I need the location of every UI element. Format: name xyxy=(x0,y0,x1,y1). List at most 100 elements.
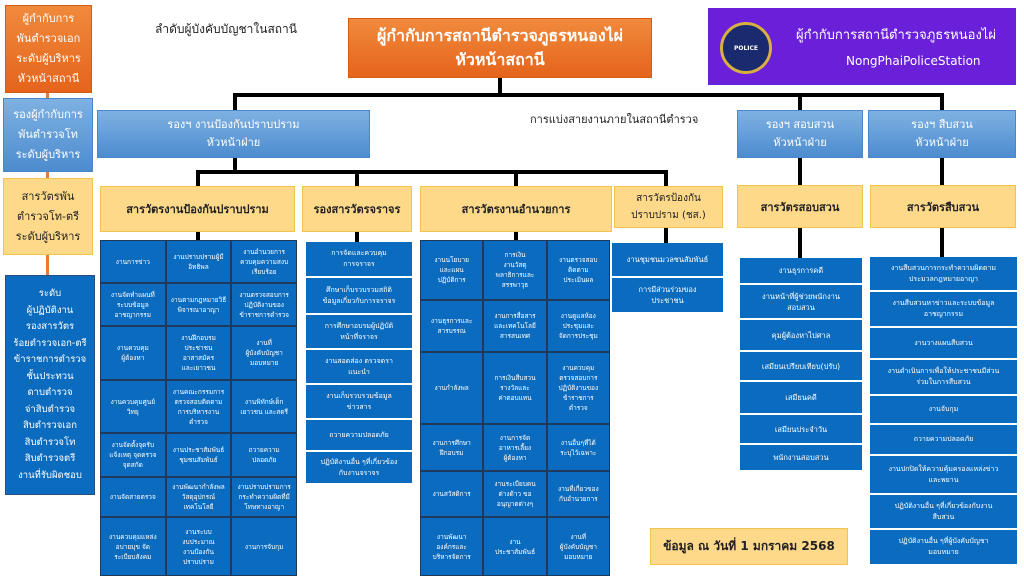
admin-task-cell: งานอื่นๆที่ได้ ระบุไว้เฉพาะ xyxy=(546,424,610,471)
prevention-task-cell: ถวายความ ปลอดภัย xyxy=(231,433,297,477)
admin-task-cell: งานการสื่อสาร และเทคโนโลยี สารสนเทศ xyxy=(483,300,547,352)
prevention-task-cell: งานพิทักษ์เด็ก เยาวชน และสตรี xyxy=(231,380,297,433)
investigation-task-item: ปฏิบัติงานอื่น ๆที่เกี่ยวข้องกับงาน สืบส… xyxy=(870,495,1017,530)
admin-task-cell: งานที่เกี่ยวของ กับอำนวยการ xyxy=(546,471,610,517)
prevention-task-cell: งานปราบปรามผู้มี อิทธิพล xyxy=(165,240,232,283)
connector xyxy=(233,93,237,111)
station-name-en: NongPhaiPoliceStation xyxy=(846,54,981,68)
inquiry-task-item: เสมียนประจำวัน xyxy=(740,415,862,445)
investigation-task-item: ถวายความปลอดภัย xyxy=(870,425,1017,456)
connector xyxy=(514,170,518,186)
investigation-task-item: ปฏิบัติงานอื่น ๆที่ผู้บังคับบัญชา มอบหมา… xyxy=(870,530,1017,566)
traffic-task-item: ปฏิบัติงานอื่น ๆที่เกี่ยวข้อง กับงานจราจ… xyxy=(306,452,412,485)
admin-task-cell: งานการจัด อาหารเลี้ยง ผู้ต้องหา xyxy=(483,424,547,471)
inspector-inquiry: สารวัตรสอบสวน xyxy=(737,185,863,228)
investigation-task-item: งานปกปิดให้ความคุ้มครองแหล่งข่าว และพยาน xyxy=(870,456,1017,495)
investigation-task-item: งานวางแผนสืบสวน xyxy=(870,328,1017,360)
admin-task-cell: งานการศึกษา ฝึกอบรม xyxy=(420,424,484,471)
prevention-task-cell: งานควบคุม ผู้ต้องหา xyxy=(100,326,166,380)
traffic-task-item: งานเก็บรวบรวมข้อมูล ข่าวสาร xyxy=(306,385,412,420)
connector xyxy=(355,170,359,186)
prevention-task-cell: งานการจับกุม xyxy=(231,517,297,576)
level-operational: ระดับ ผู้ปฏิบัติงาน รองสารวัตร ร้อยตำรวจ… xyxy=(5,275,95,495)
prevention-task-cell: งานปราบปรามการ กระทำความผิดที่มี โทษทางอ… xyxy=(231,477,297,517)
admin-task-cell: งานดูแลห้อง ประชุมและ จัดการประชุม xyxy=(546,300,610,352)
traffic-task-item: การจัดและควบคุม การจราจร xyxy=(306,242,412,278)
prevention-task-cell: งานตรวจสอบการ ปฏิบัติงานของ ข้าราชการตำร… xyxy=(231,283,297,326)
admin-task-cell: งานธุรการและ สารบรรณ xyxy=(420,300,484,352)
traffic-task-item: การศึกษาอบรมผู้ปฏิบัติ หน้าที่จราจร xyxy=(306,315,412,350)
admin-task-cell: งานพัฒนา องค์กรและ บริหารจัดการ xyxy=(420,517,484,576)
level-deputy: รองผู้กำกับการ พันตำรวจโท ระดับผู้บริหาร xyxy=(3,98,93,172)
prevention-task-cell: งานที่ ผู้บังคับบัญชา มอบหมาย xyxy=(231,326,297,380)
prevention-task-cell: งานจัดตั้งจุดรับ แจ้งเหตุ จุดตรวจ จุดสกั… xyxy=(100,433,166,477)
admin-task-cell: งานควบคุม ตรวจสอบการ ปฏิบัติงานของ ข้ารา… xyxy=(546,352,610,424)
prevention-task-cell: งานอำนวยการ ควบคุมความสงบ เรียบร้อย xyxy=(231,240,297,283)
traffic-task-item: ถวายความปลอดภัย xyxy=(306,420,412,452)
connector xyxy=(196,170,200,186)
inquiry-task-item: เสมียนเปรียบเทียบ(ปรับ) xyxy=(740,352,862,382)
admin-task-cell: การเงินสืบสวน รางวัลและ ค่าตอบแทน xyxy=(483,352,547,424)
admin-task-cell: งานกำลังพล xyxy=(420,352,484,424)
connector xyxy=(498,78,502,96)
connector xyxy=(233,158,237,172)
inspector-traffic: รองสารวัตรจราจร xyxy=(302,186,412,232)
prevention-task-cell: งานจัดทำแผนที่ ระบบข้อมูล อาชญากรรม xyxy=(100,283,166,326)
admin-task-cell: งาน ประชาสัมพันธ์ xyxy=(483,517,547,576)
connector xyxy=(196,232,200,240)
investigation-task-item: งานสืบสวนหาข่าวและระบบข้อมูล อาชญากรรม xyxy=(870,292,1017,328)
prevention-task-cell: งานควบคุมศูนย์ วิทยุ xyxy=(100,380,166,433)
connector xyxy=(798,228,802,258)
station-name-th: ผู้กำกับการสถานีตำรวจภูธรหนองไผ่ xyxy=(796,28,996,43)
police-logo-icon: POLICE xyxy=(720,22,772,74)
connector xyxy=(940,228,944,257)
level-commander: ผู้กำกับการ พันตำรวจเอก ระดับผู้บริหาร ห… xyxy=(5,5,92,93)
inquiry-task-item: งานธุรการคดี xyxy=(740,258,862,285)
prevention-task-cell: งานฝึกอบรม ประชาชน อาสาสมัคร และเยาวชน xyxy=(165,326,232,380)
investigation-task-item: งานจับกุม xyxy=(870,396,1017,425)
chain-label: ลำดับผู้บังคับบัญชาในสถานี xyxy=(155,22,297,36)
prevention-task-cell: งานพัฒนากำลังพล วัสดุอุปกรณ์ เทคโนโลยี xyxy=(165,477,232,517)
logo-text: POLICE xyxy=(733,44,759,52)
admin-task-cell: งานที่ ผู้บังคับบัญชา มอบหมาย xyxy=(546,517,610,576)
connector xyxy=(233,93,943,97)
connector xyxy=(196,170,666,174)
connector xyxy=(798,158,802,186)
investigation-task-item: งานดำเนินการเพื่อให้ประชาชนมีส่วน ร่วมใน… xyxy=(870,360,1017,396)
connector xyxy=(798,93,802,111)
admin-task-cell: งานนโยบาย และแผน ปฏิบัติการ xyxy=(420,240,484,300)
community-task-item: งานชุมชนมวลชนสัมพันธ์ xyxy=(612,243,723,278)
station-banner: POLICE ผู้กำกับการสถานีตำรวจภูธรหนองไผ่ … xyxy=(708,8,1016,85)
admin-task-cell: งานระเบียบคน ต่างด้าว ขอ อนุญาตต่างๆ xyxy=(483,471,547,517)
prevention-task-cell: งานควบคุมแหล่ง อบายมุข จัด ระเบียบสังคม xyxy=(100,517,166,576)
admin-task-cell: งานสวัสดิการ xyxy=(420,471,484,517)
deputy-investigation: รองฯ สืบสวน หัวหน้าฝ่าย xyxy=(868,110,1016,158)
level-inspector: สารวัตรพัน ตำรวจโท-ตรี ระดับผู้บริหาร xyxy=(3,178,93,255)
inspector-community: สารวัตรป้องกัน ปราบปราม (ชส.) xyxy=(614,186,723,228)
prevention-task-cell: งานจัดสายตรวจ xyxy=(100,477,166,517)
investigation-task-item: งานสืบสวนการกระทำความผิดตาม ประมวลกฎหมาย… xyxy=(870,257,1017,292)
connector xyxy=(664,170,668,186)
prevention-task-cell: งานระบบ งบประมาณ งานป้องกัน ปราบปราม xyxy=(165,517,232,576)
connector xyxy=(514,232,518,240)
deputy-inquiry: รองฯ สอบสวน หัวหน้าฝ่าย xyxy=(737,110,863,158)
data-date: ข้อมูล ณ วันที่ 1 มกราคม 2568 xyxy=(650,528,848,565)
inquiry-task-item: พนักงานสอบสวน xyxy=(740,445,862,472)
connector xyxy=(355,232,359,242)
traffic-task-item: ศึกษาเก็บรวบรวมสถิติ ข้อมูลเกี่ยวกับการจ… xyxy=(306,278,412,315)
inspector-investigation: สารวัตรสืบสวน xyxy=(870,185,1016,228)
deputy-prevention: รองฯ งานป้องกันปราบปราม หัวหน้าฝ่าย xyxy=(97,110,370,158)
connector xyxy=(940,93,944,111)
prevention-task-cell: งานคณะกรรมการ ตรวจสอบติดตาม การบริหารงาน… xyxy=(165,380,232,433)
traffic-task-item: งานสอดส่อง ตรวจตรา แนะนำ xyxy=(306,350,412,385)
inspector-prevention: สารวัตรงานป้องกันปราบปราม xyxy=(100,186,295,232)
prevention-task-cell: งานตามกฎหมายวิธี พิจารณาอาญา xyxy=(165,283,232,326)
admin-task-cell: งานตรวจสอบ ติดตาม ประเมินผล xyxy=(546,240,610,300)
inspector-admin: สารวัตรงานอำนวยการ xyxy=(420,186,612,232)
inquiry-task-item: เสมียนคดี xyxy=(740,382,862,415)
prevention-task-cell: งานประชาสัมพันธ์ ชุมชนสัมพันธ์ xyxy=(165,433,232,477)
inquiry-task-item: งานหน้าที่ผู้ช่วยพนักงาน สอบสวน xyxy=(740,285,862,320)
division-label: การแบ่งสายงานภายในสถานีตำรวจ xyxy=(530,113,699,126)
admin-task-cell: การเงิน งานวัสดุ พลาธิการและ สรรพาวุธ xyxy=(483,240,547,300)
station-head-box: ผู้กำกับการสถานีตำรวจภูธรหนองไผ่ หัวหน้า… xyxy=(348,18,652,78)
